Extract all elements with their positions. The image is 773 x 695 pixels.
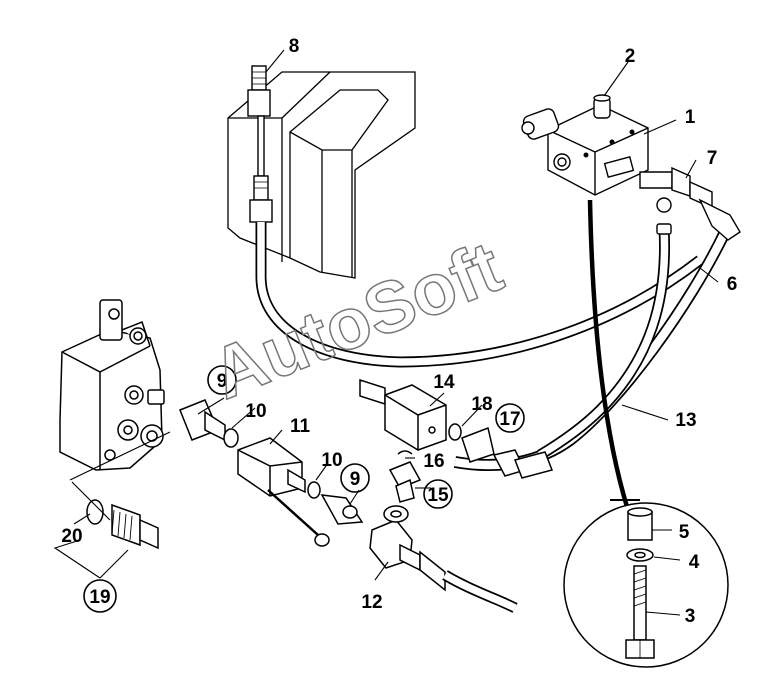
part-14-block bbox=[359, 378, 447, 451]
callout-10-lower: 10 bbox=[321, 450, 342, 471]
callout-14: 14 bbox=[433, 372, 455, 393]
part-7-fittings bbox=[639, 166, 741, 241]
watermark: AutoSoft bbox=[201, 227, 513, 415]
callout-19: 19 bbox=[89, 587, 110, 608]
part-15-16-fitting bbox=[388, 450, 422, 503]
callout-16: 16 bbox=[423, 451, 444, 472]
engine-block-outline bbox=[227, 71, 416, 279]
callout-5: 5 bbox=[679, 522, 690, 543]
callout-13: 13 bbox=[675, 410, 696, 431]
leader-lines bbox=[53, 49, 719, 616]
callout-6: 6 bbox=[727, 274, 738, 295]
part-9-10-fittings-upper bbox=[179, 399, 239, 448]
callout-15: 15 bbox=[427, 485, 449, 506]
hose-left-loop bbox=[255, 222, 704, 368]
part-1-valve-block bbox=[521, 94, 649, 196]
callout-9-upper: 9 bbox=[217, 371, 228, 392]
part-12-tee bbox=[369, 505, 518, 613]
callout-labels: 1 2 3 4 5 6 7 8 9 9 10 10 11 12 13 14 15… bbox=[61, 36, 737, 627]
callout-10-upper: 10 bbox=[245, 401, 266, 422]
callout-18: 18 bbox=[471, 394, 492, 415]
control-valve-body bbox=[59, 299, 165, 471]
part-11-valve bbox=[237, 437, 330, 547]
callout-2: 2 bbox=[625, 46, 636, 67]
part-13-line bbox=[587, 199, 640, 511]
callout-3: 3 bbox=[685, 606, 696, 627]
part-19-20-adapter bbox=[86, 499, 159, 550]
callout-1: 1 bbox=[685, 107, 696, 128]
callout-20: 20 bbox=[61, 526, 82, 547]
callout-9-lower: 9 bbox=[350, 469, 361, 490]
callout-7: 7 bbox=[707, 148, 718, 169]
part-17-18-fittings bbox=[448, 423, 554, 479]
callout-11: 11 bbox=[290, 416, 311, 437]
part-9-10-fittings-lower bbox=[307, 481, 364, 525]
callout-12: 12 bbox=[361, 592, 382, 613]
detail-inset-circle bbox=[563, 502, 729, 668]
circled-callout-rings bbox=[83, 365, 525, 613]
part-8-fitting bbox=[247, 65, 273, 223]
callout-8: 8 bbox=[289, 36, 300, 57]
callout-4: 4 bbox=[689, 552, 700, 573]
callout-17: 17 bbox=[499, 409, 520, 430]
